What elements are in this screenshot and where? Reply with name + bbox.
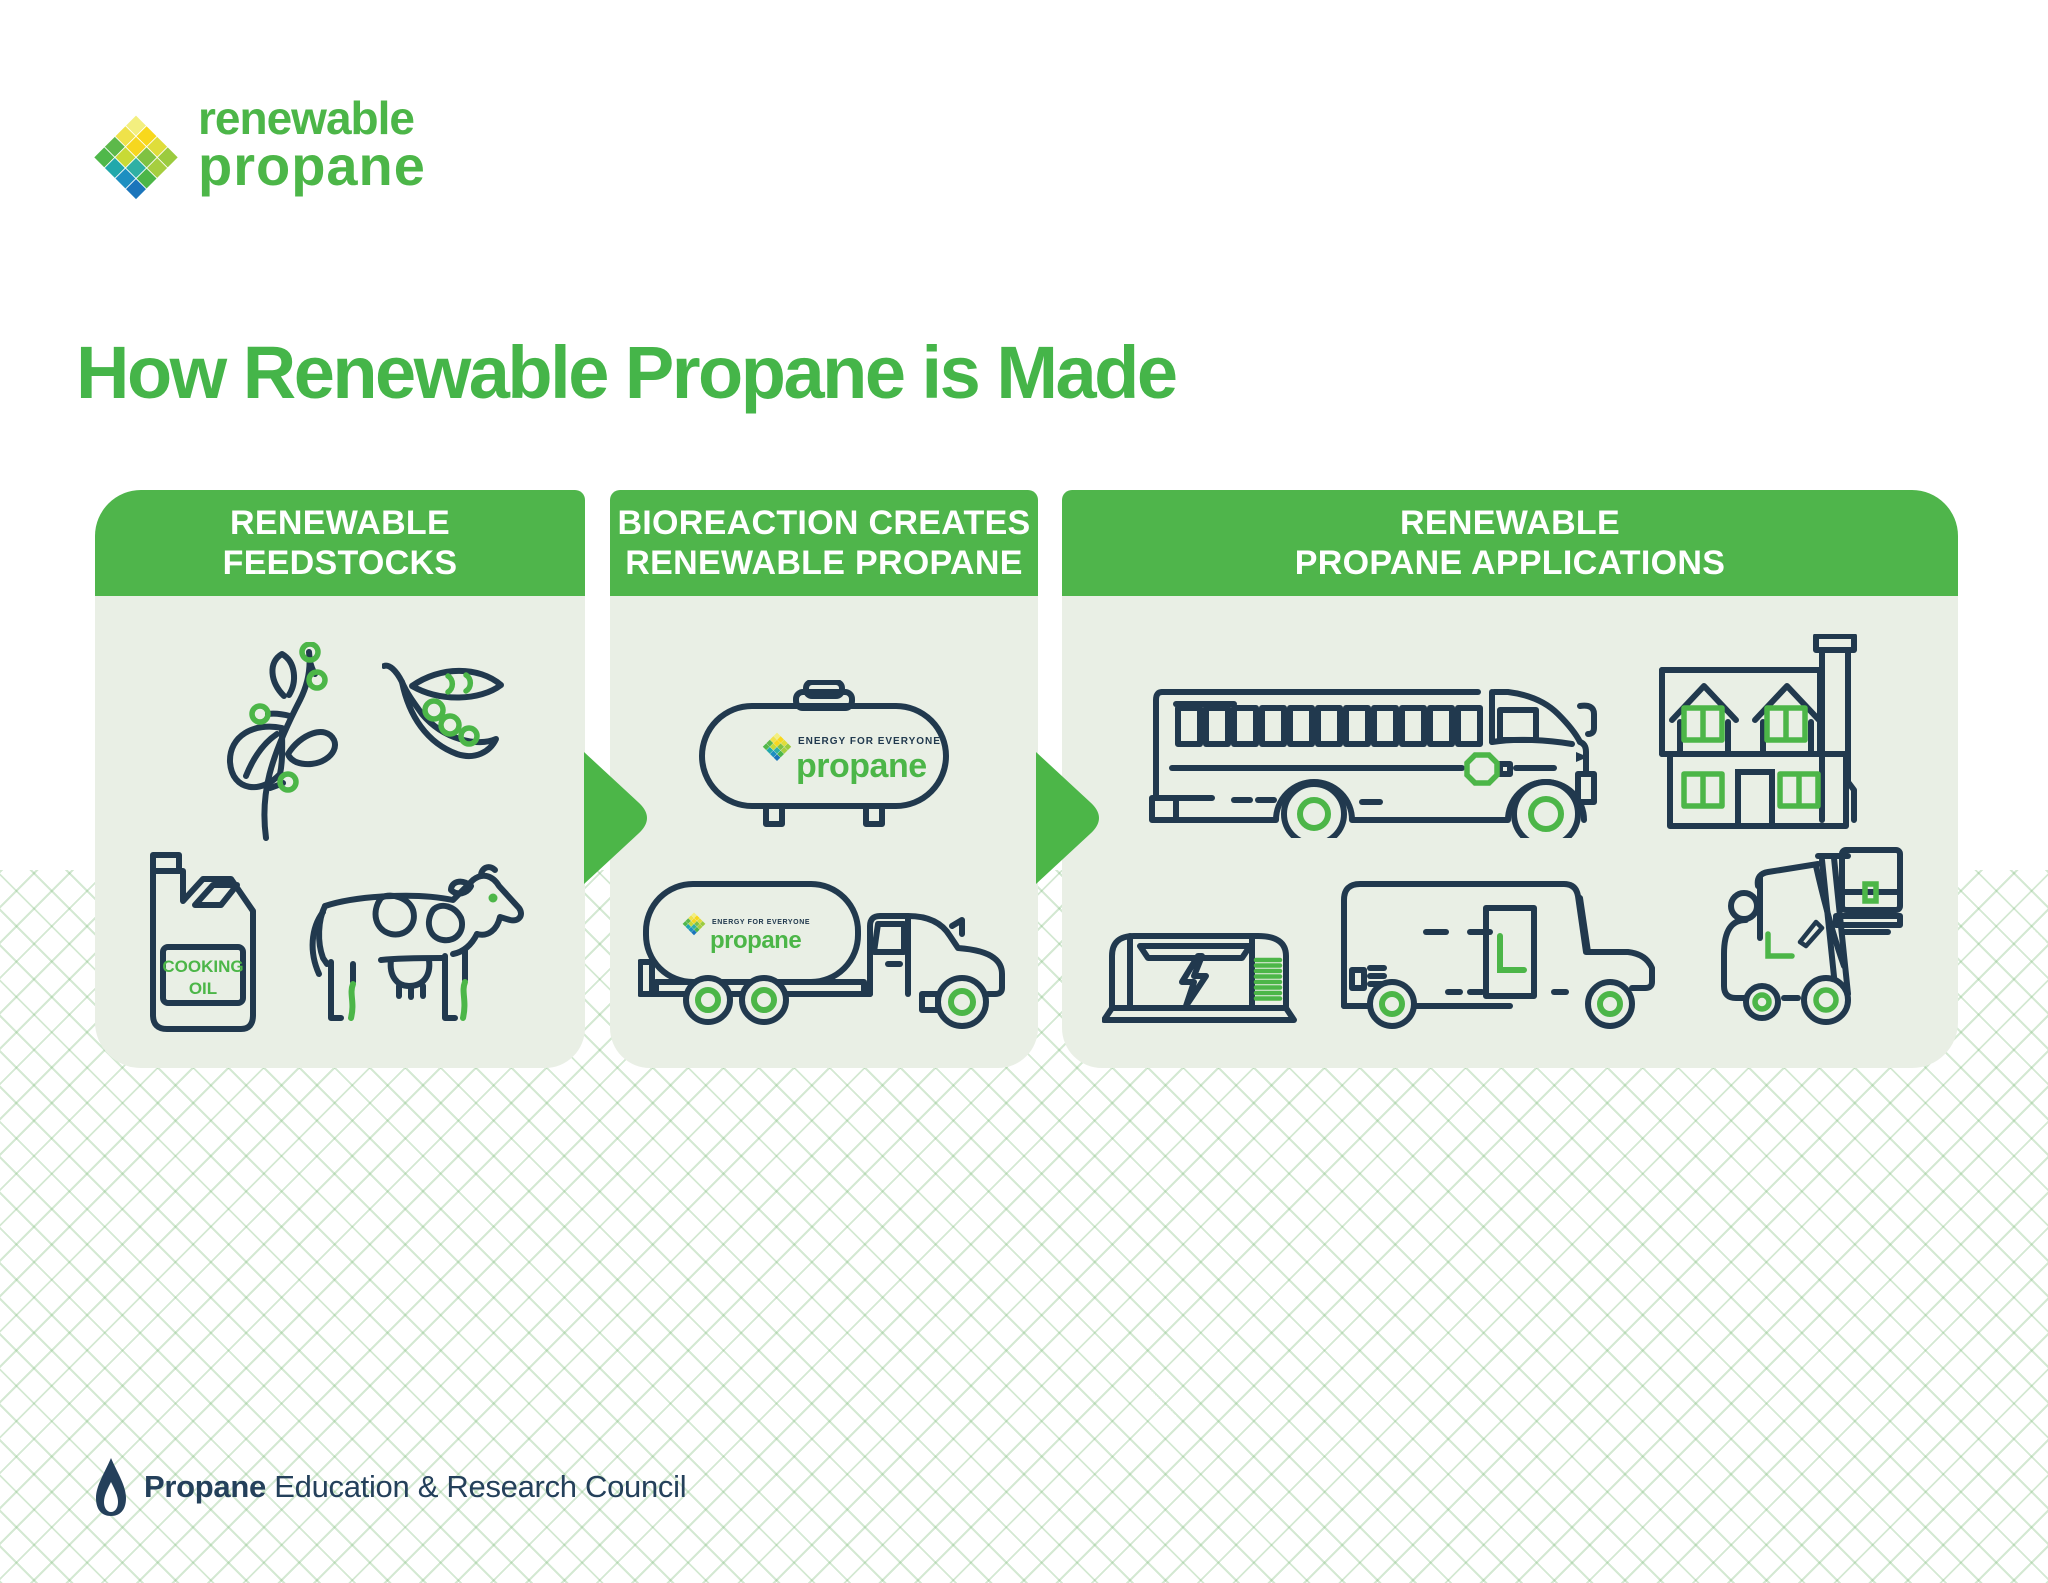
bus-stop-sign [1464,752,1500,786]
brand-line2: propane [198,134,426,198]
flow-arrow-2-icon [1036,752,1099,884]
page-title: How Renewable Propane is Made [76,331,1178,414]
truck-brand-diamond-icon [682,912,706,936]
panel-bioreaction: BIOREACTION CREATES RENEWABLE PROPANE [610,490,1038,1068]
delivery-van-icon [1330,874,1664,1030]
propane-tank-icon: ENERGY FOR EVERYONE propane [698,680,950,832]
house-door [1735,769,1775,829]
panel-1-header: RENEWABLE FEEDSTOCKS [95,490,585,596]
cooking-oil-label-line2: OIL [189,979,217,998]
brand-wordmark: renewable propane [198,94,426,202]
footer-org-bold: Propane [144,1469,266,1504]
brand-logo: renewable propane [92,94,426,202]
footer-org-name: Propane Education & Research Council [144,1469,687,1505]
footer: Propane Education & Research Council [94,1456,687,1518]
panel-renewable-feedstocks: RENEWABLE FEEDSTOCKS [95,490,585,1068]
truck-wordmark: propane [710,927,801,954]
cooking-oil-label-line1: COOKING [162,957,243,976]
cooking-oil-jug-icon: COOKING OIL [145,852,261,1032]
brand-line1: renewable [198,92,415,144]
footer-org-rest: Education & Research Council [265,1469,687,1504]
panel-1-body [95,596,585,1068]
school-bus-icon [1148,680,1606,838]
flow-arrow-1-icon [584,752,647,884]
bobtail-delivery-truck-icon: ENERGY FOR EVERYONE propane [638,876,1016,1030]
tank-tagline: ENERGY FOR EVERYONE [798,736,941,747]
cow-eye [488,893,498,903]
bus-headlight [1576,752,1588,762]
truck-tagline: ENERGY FOR EVERYONE [712,919,810,926]
panel-2-header: BIOREACTION CREATES RENEWABLE PROPANE [610,490,1038,596]
panel-3-header: RENEWABLE PROPANE APPLICATIONS [1062,490,1958,596]
brand-diamond-icon [94,115,178,200]
flame-icon [96,1458,126,1516]
forklift-icon [1702,846,1907,1030]
house-icon [1650,634,1868,832]
pea-pod-icon [382,656,508,766]
generator-icon [1102,920,1300,1032]
tank-brand-diamond-icon [762,732,792,762]
tank-wordmark: propane [796,747,927,785]
plant-branch-icon [220,642,340,842]
cow-icon [295,852,530,1032]
